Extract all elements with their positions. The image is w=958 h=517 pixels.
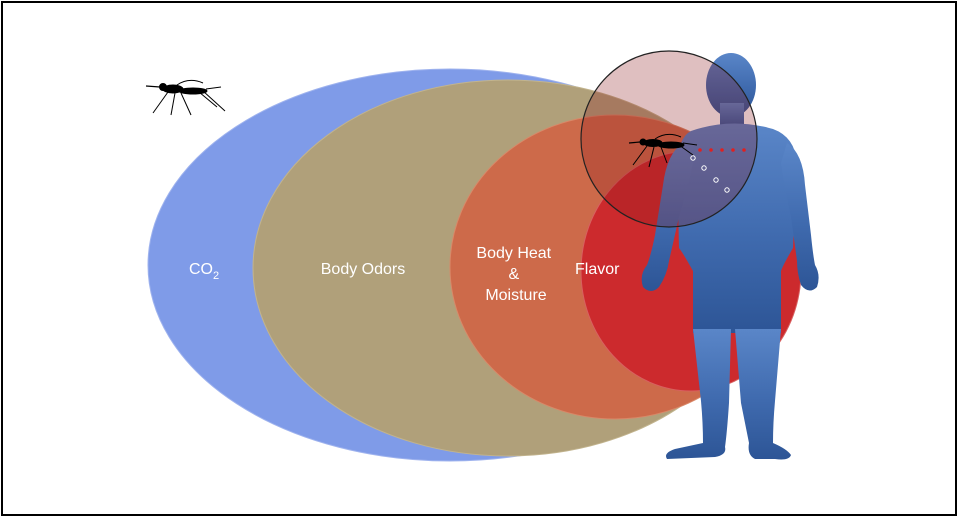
mosquito-icon	[145, 79, 226, 116]
body-odors-label: Body Odors	[321, 261, 405, 278]
co2-label: CO2	[189, 261, 219, 282]
magnifier-circle	[580, 50, 758, 228]
body-heat-line-2: &	[508, 266, 519, 283]
body-heat-line-1: Body Heat	[476, 245, 551, 262]
body-heat-label: Body Heat & Moisture	[476, 245, 555, 304]
flavor-label: Flavor	[575, 261, 620, 278]
body-heat-line-3: Moisture	[485, 287, 546, 304]
attractant-diagram: CO2 Body Odors Body Heat & Moisture Flav…	[145, 50, 819, 462]
bite-dots	[690, 148, 746, 193]
human-silhouette	[641, 53, 819, 460]
biting-mosquito-icon	[628, 133, 698, 168]
